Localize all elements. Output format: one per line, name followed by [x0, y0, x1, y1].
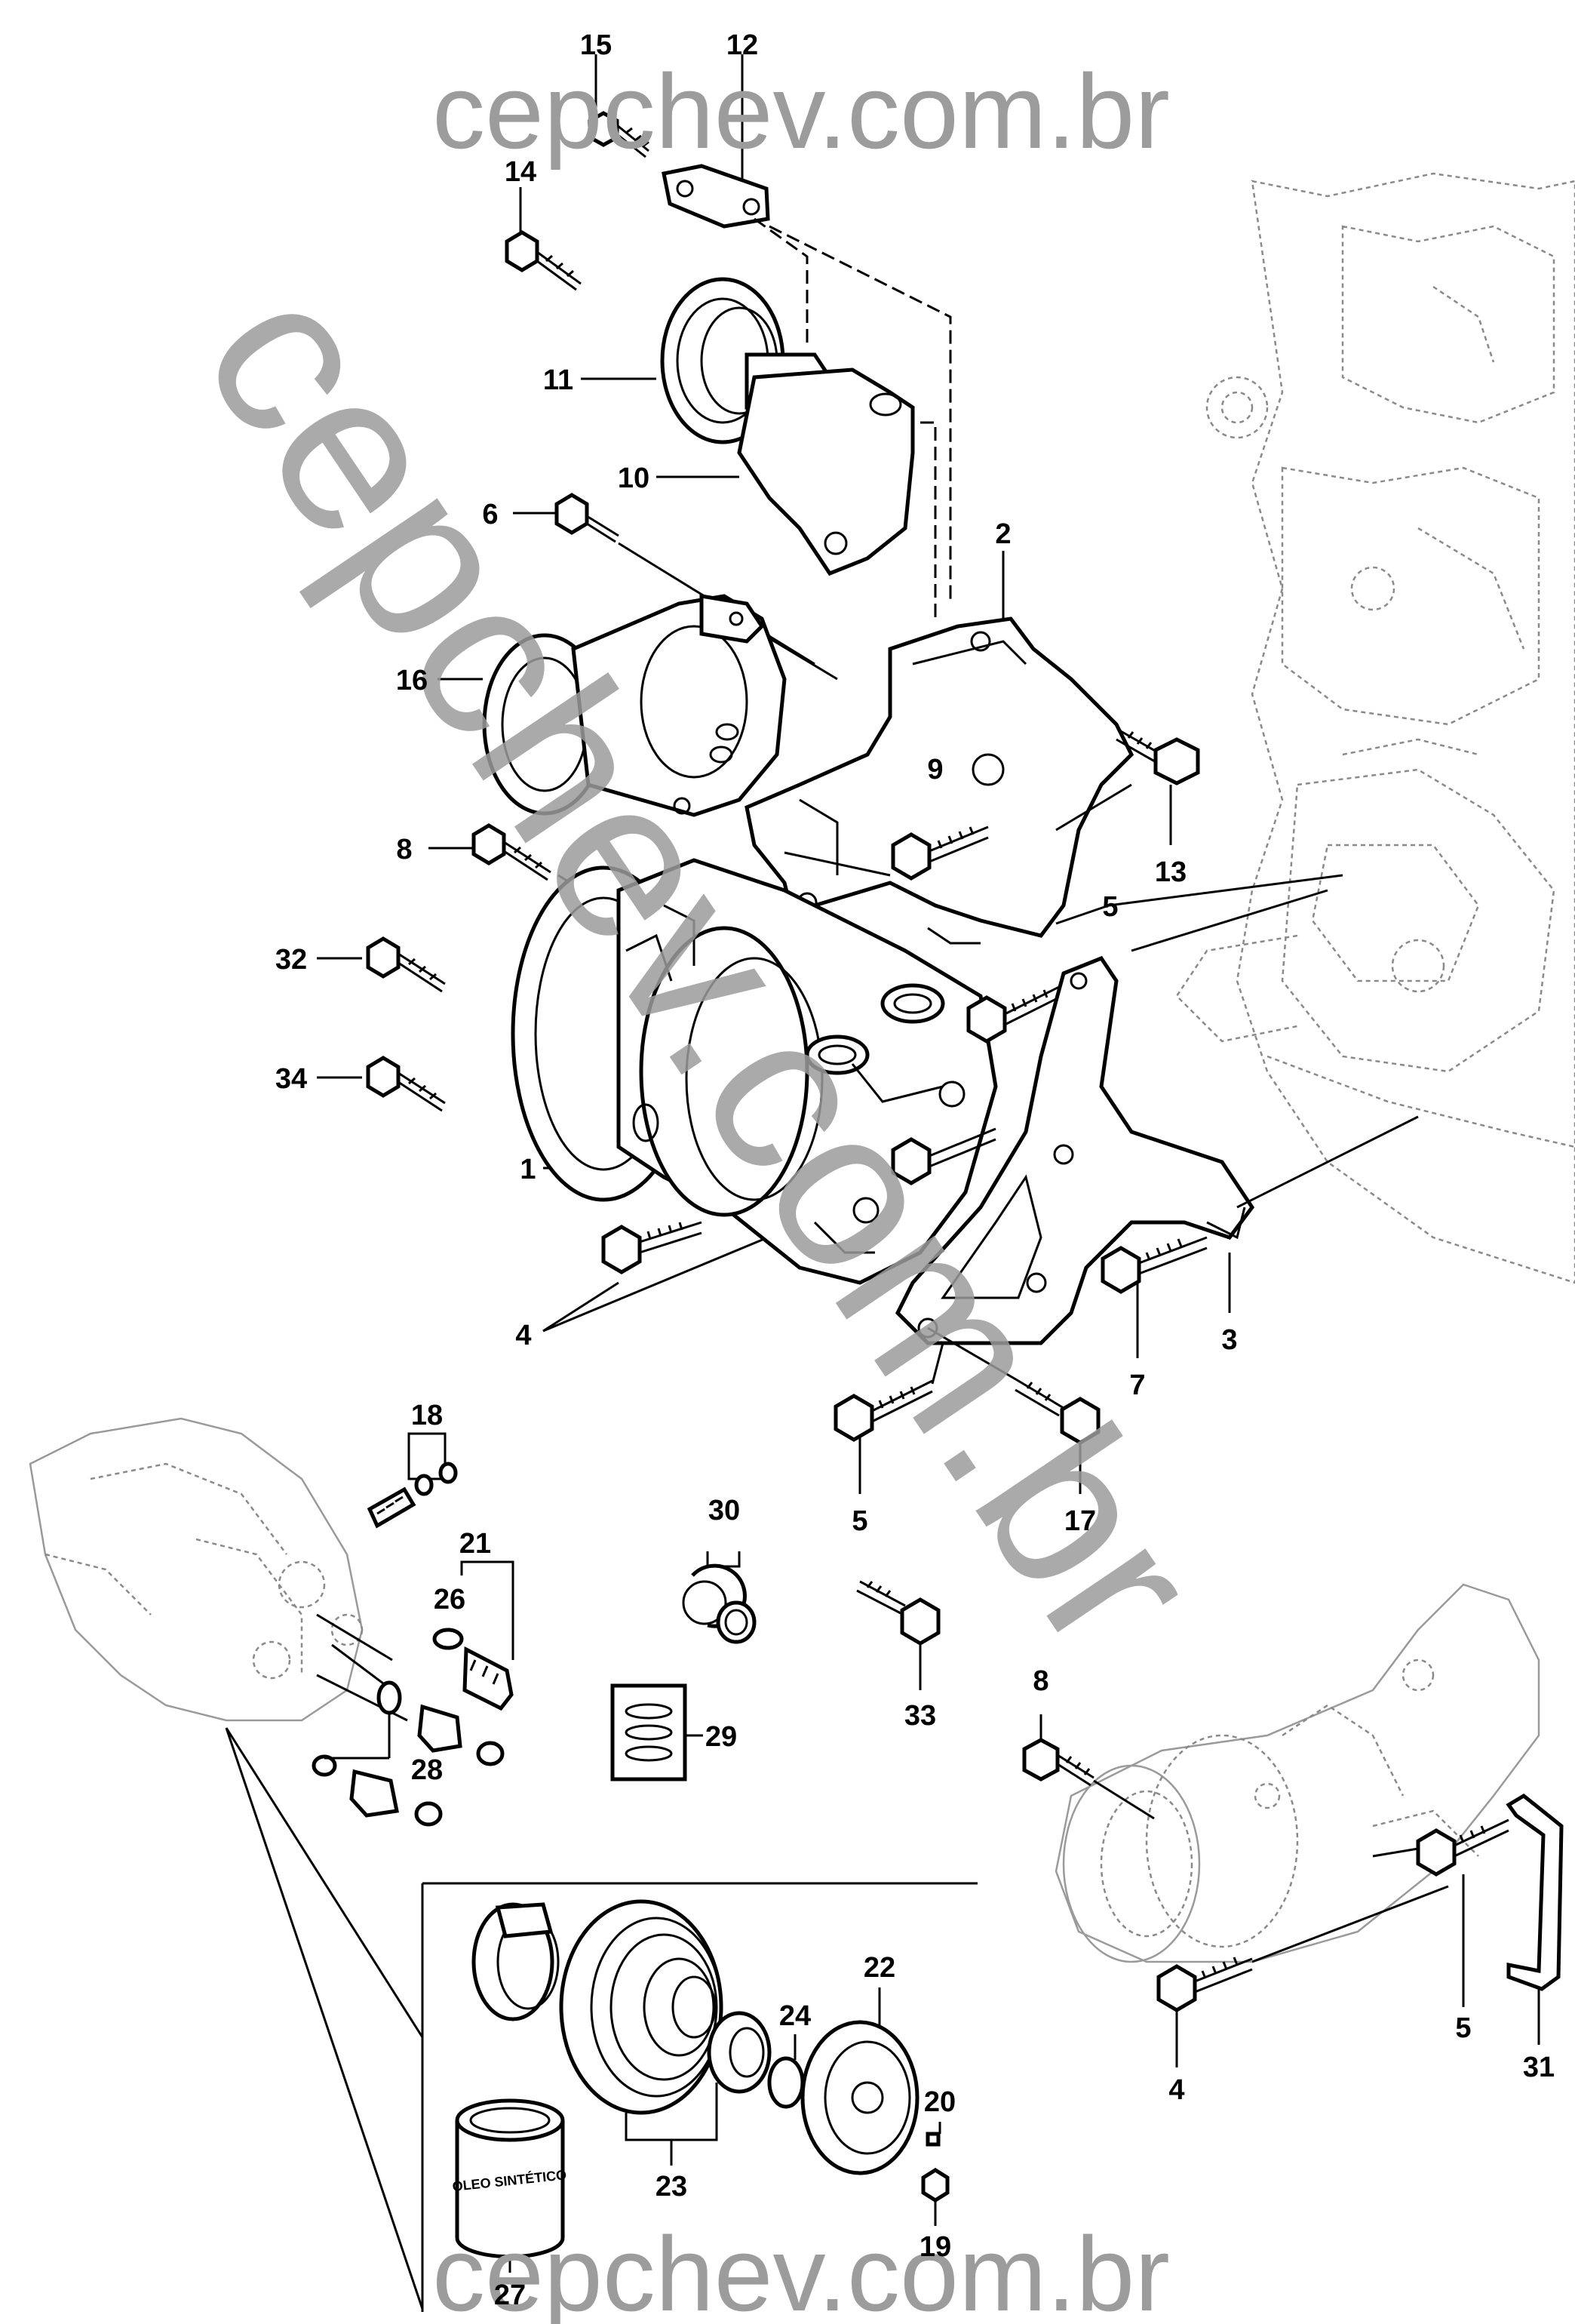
- callout-34: 34: [275, 1063, 307, 1095]
- callout-17: 17: [1064, 1505, 1096, 1537]
- callout-8-lower: 8: [1033, 1665, 1048, 1697]
- callout-32: 32: [275, 944, 307, 976]
- valve-18: [367, 1432, 458, 1529]
- callout-12: 12: [726, 29, 758, 61]
- callout-7: 7: [1129, 1370, 1145, 1401]
- bolt-6: [554, 493, 619, 543]
- belt-tensioner-16: [482, 594, 787, 817]
- bolt-9: [891, 825, 989, 881]
- callout-14: 14: [505, 156, 536, 188]
- callout-33: 33: [904, 1700, 936, 1732]
- callout-31: 31: [1523, 2052, 1555, 2083]
- callout-18: 18: [411, 1400, 443, 1431]
- callout-29: 29: [705, 1721, 737, 1753]
- valves-28: [312, 1680, 505, 1827]
- watermark-top: cepchev.com.br: [432, 52, 1170, 171]
- rear-bracket-3: [895, 874, 1419, 1345]
- callout-9: 9: [927, 754, 943, 785]
- bolt-4-left: [601, 1221, 702, 1274]
- compressor-ghost-right: [1055, 1583, 1540, 1963]
- callout-5-upper: 5: [1102, 891, 1118, 923]
- callout-28: 28: [411, 1754, 443, 1786]
- oil-can-27: ÓLEO SINTÉTICO: [452, 2098, 567, 2273]
- snap-rings-30: [682, 1551, 757, 1644]
- callout-20: 20: [924, 2086, 956, 2118]
- callout-1: 1: [520, 1154, 536, 1185]
- bolt-13: [1055, 729, 1200, 832]
- callout-2: 2: [995, 518, 1011, 550]
- callout-30: 30: [708, 1495, 740, 1526]
- callout-16: 16: [396, 665, 428, 696]
- callout-27: 27: [494, 2279, 526, 2311]
- callout-5-lower: 5: [852, 1505, 867, 1537]
- tensioner-arm-10: [737, 367, 915, 576]
- callout-6: 6: [482, 499, 498, 530]
- clip-31: [1506, 1793, 1564, 2045]
- compressor-ghost-left: [29, 1417, 424, 2310]
- bracket-plate-12: [662, 164, 770, 229]
- callout-4-lower: 4: [1168, 2074, 1184, 2106]
- callout-labels: 15 12 14 11 10 6 2 16 9 13 8 32 34 5 1 4…: [275, 29, 1555, 2311]
- callout-15: 15: [580, 29, 612, 61]
- bolt-5-center: [891, 1127, 996, 1185]
- bolt-5-lower: [834, 1342, 944, 1442]
- bolt-4-lower: [1156, 1885, 1449, 2067]
- bolt-32: [366, 936, 446, 993]
- callout-8-main: 8: [396, 834, 412, 865]
- callout-24: 24: [779, 2000, 811, 2032]
- bolt-34: [366, 1056, 446, 1112]
- bolt-33: [856, 1580, 941, 1690]
- callout-13: 13: [1155, 856, 1187, 888]
- leader-lines: [317, 54, 1231, 1494]
- callout-22: 22: [864, 1952, 895, 1984]
- callout-26: 26: [434, 1584, 465, 1615]
- idler-bolt-15: [588, 111, 649, 158]
- sensor-21: [432, 1560, 514, 1711]
- bolt-17: [927, 1326, 1101, 1445]
- callout-23: 23: [655, 2171, 687, 2203]
- clutch-exploded-view: [421, 1882, 978, 2312]
- bolt-5-right: [1372, 1818, 1509, 2007]
- bolt-7: [1101, 1236, 1208, 1294]
- callout-10: 10: [618, 463, 649, 494]
- callout-4-main: 4: [515, 1320, 531, 1351]
- oring-kit-29: [610, 1683, 703, 1781]
- callout-3: 3: [1221, 1324, 1237, 1356]
- callout-19: 19: [920, 2231, 951, 2263]
- engine-block-outline: [1175, 172, 1575, 1284]
- callout-5-right: 5: [1455, 2012, 1471, 2044]
- callout-21: 21: [459, 1528, 491, 1560]
- callout-11: 11: [543, 364, 573, 396]
- watermark-bottom: cepchev.com.br: [432, 2215, 1170, 2324]
- bolt-8-lower: [1022, 1714, 1155, 1820]
- bolt-14: [505, 230, 582, 291]
